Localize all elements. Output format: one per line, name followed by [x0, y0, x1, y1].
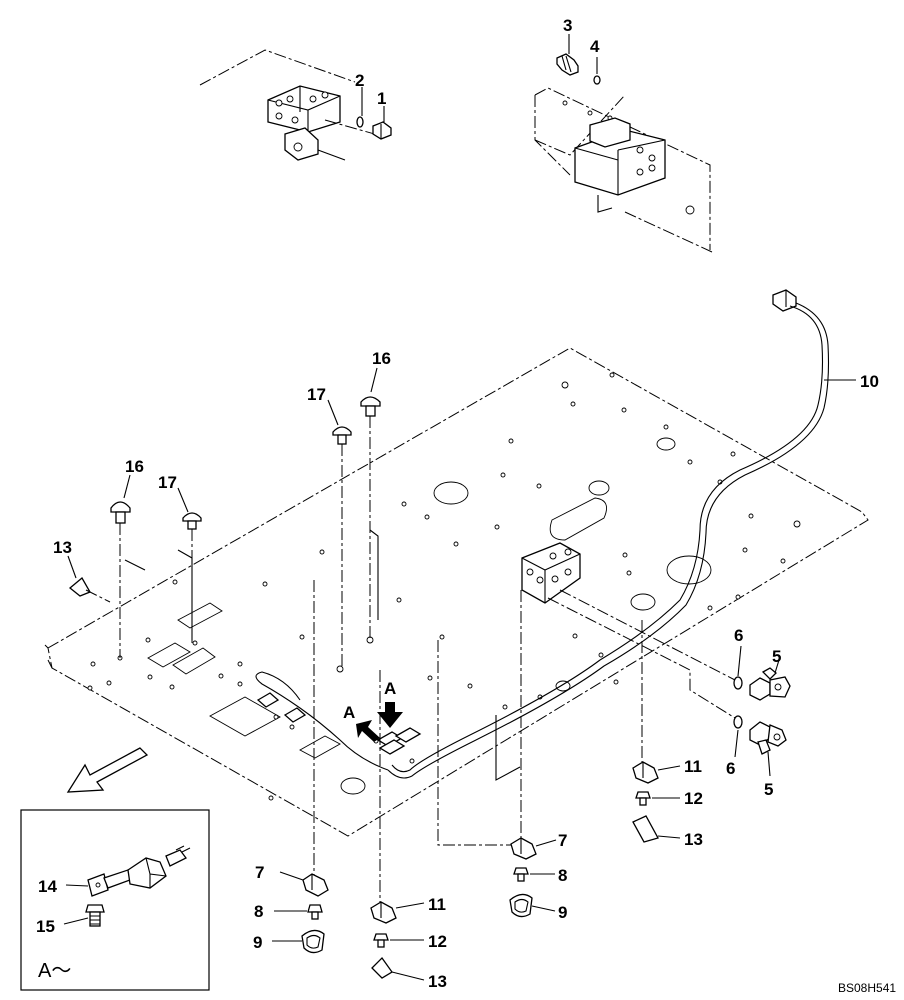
fitting-3 [556, 53, 579, 76]
callout-10: 10 [860, 372, 879, 391]
callout-9-left: 9 [253, 933, 262, 952]
callout-13-bottom: 13 [428, 972, 447, 991]
callout-2: 2 [355, 71, 364, 90]
drawing-code: BS08H541 [838, 981, 896, 995]
clamp-11-right [632, 761, 659, 784]
view-marker-a-2: A [384, 679, 396, 698]
callout-3: 3 [563, 16, 572, 35]
callout-15: 15 [36, 917, 55, 936]
callout-4: 4 [590, 37, 600, 56]
callout-1: 1 [377, 89, 386, 108]
callout-16-right: 16 [372, 349, 391, 368]
o-ring-2 [356, 116, 364, 128]
top-left-valve-block [199, 49, 379, 161]
callout-6-top: 6 [734, 626, 743, 645]
bolt-8-right [513, 867, 529, 882]
callout-16-left: 16 [125, 457, 144, 476]
o-ring-6-top [733, 676, 743, 690]
plate-valve-block [521, 542, 581, 604]
callout-17-right: 17 [307, 385, 326, 404]
callout-13-right: 13 [684, 830, 703, 849]
view-arrow-a-left [356, 720, 380, 742]
o-ring-6-bottom [733, 715, 743, 729]
callout-9-right: 9 [558, 903, 567, 922]
bolt-16-right [360, 396, 381, 640]
wire-harness-10 [255, 289, 830, 779]
front-direction-arrow [66, 747, 149, 793]
bolt-12-right [635, 791, 651, 806]
view-arrow-a-right [377, 702, 403, 728]
callout-7-left: 7 [255, 863, 264, 882]
callout-5-bottom: 5 [764, 780, 773, 799]
callout-14: 14 [38, 877, 57, 896]
bolt-8-left [307, 904, 323, 920]
bolt-12-bottom [373, 933, 389, 948]
callout-7-right: 7 [558, 831, 567, 850]
callout-5-top: 5 [772, 647, 781, 666]
connector-5-bottom [749, 721, 787, 755]
clamp-11-bottom [370, 901, 397, 924]
clamp-7-right [510, 837, 537, 860]
clip-13-bottom [371, 956, 393, 979]
connector-5-top [749, 667, 791, 701]
callout-8-left: 8 [254, 902, 263, 921]
bolt-17-left [182, 512, 202, 643]
plug-1 [372, 121, 392, 140]
inset-label: A～ [38, 960, 71, 982]
floor-plate [44, 347, 869, 837]
inset-view-a [20, 809, 210, 991]
top-right-frame [534, 87, 713, 253]
o-ring-4 [593, 75, 601, 85]
callout-6-bottom: 6 [726, 759, 735, 778]
callout-12-bottom: 12 [428, 932, 447, 951]
clamp-7-left [302, 873, 329, 897]
callout-13-left: 13 [53, 538, 72, 557]
clip-13-right [632, 815, 659, 843]
callout-8-right: 8 [558, 866, 567, 885]
callout-11-bottom: 11 [428, 895, 446, 914]
callout-12-right: 12 [684, 789, 703, 808]
clip-13-left [68, 577, 111, 603]
bolt-17-right [332, 426, 352, 669]
view-marker-a-1: A [343, 703, 355, 722]
grommet-9-right [509, 893, 533, 918]
callout-17-left: 17 [158, 473, 177, 492]
grommet-9-left [301, 929, 325, 954]
callout-11-right: 11 [684, 757, 702, 776]
bolt-16-left [110, 501, 131, 658]
harness-connectors [376, 727, 422, 755]
